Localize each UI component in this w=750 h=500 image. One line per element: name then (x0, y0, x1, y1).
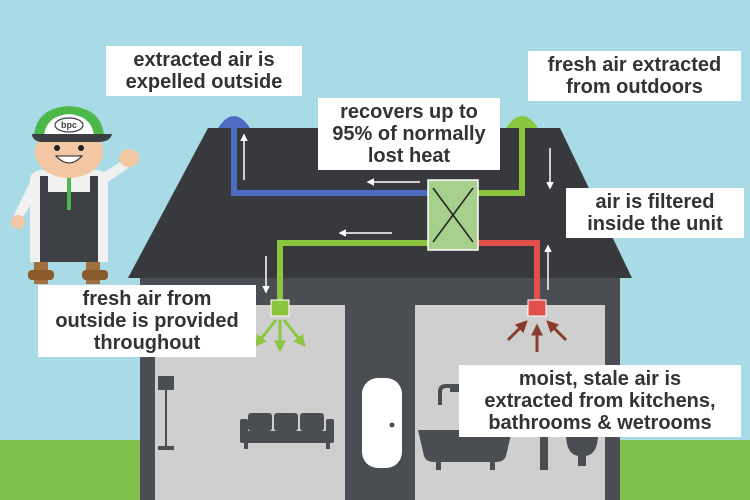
heat-recovery-unit (427, 179, 479, 251)
fresh-air-duct (270, 116, 538, 317)
label-expelled-outside: extracted air is expelled outside (106, 46, 302, 96)
label-line: extracted air is (133, 49, 275, 71)
label-heat-recovery: recovers up to 95% of normally lost heat (318, 98, 500, 170)
label-line: expelled outside (125, 71, 283, 93)
door-knob (389, 422, 395, 428)
moist-air-intake-arrows (506, 320, 568, 352)
label-moist-stale-air: moist, stale air is extracted from kitch… (459, 365, 741, 437)
label-line: outside is provided (55, 310, 239, 332)
fresh-air-intake (506, 116, 538, 128)
cap-logo-text: bpc (61, 120, 77, 130)
label-air-filtered: air is filtered inside the unit (566, 188, 744, 238)
stale-air-vent (218, 116, 250, 128)
label-line: inside the unit (587, 213, 723, 235)
floor-lamp-icon (158, 376, 174, 450)
label-line: lost heat (367, 145, 451, 167)
label-line: 95% of normally (332, 123, 486, 145)
mascot-character: bpc (11, 106, 139, 284)
label-line: throughout (93, 332, 201, 354)
label-line: recovers up to (340, 101, 478, 123)
fresh-air-dispersal-arrows (254, 319, 306, 353)
moist-air-duct (477, 240, 547, 317)
label-line: from outdoors (566, 76, 703, 98)
fresh-air-outlet (270, 299, 290, 317)
bathtub-icon (418, 384, 512, 470)
label-line: air is filtered (595, 191, 715, 213)
label-line: bathrooms & wetrooms (488, 412, 712, 434)
label-line: extracted from kitchens, (484, 390, 716, 412)
label-fresh-air-provided: fresh air from outside is provided throu… (38, 285, 256, 357)
label-line: fresh air from (82, 288, 212, 310)
label-fresh-air-extracted: fresh air extracted from outdoors (528, 51, 741, 101)
cap-logo-badge (54, 117, 84, 133)
door (362, 378, 402, 468)
moist-air-inlet (527, 299, 547, 317)
sofa-icon (240, 413, 334, 449)
label-line: moist, stale air is (518, 368, 682, 390)
stale-air-duct (218, 116, 433, 196)
label-line: fresh air extracted (547, 54, 722, 76)
flow-arrows (240, 133, 554, 294)
